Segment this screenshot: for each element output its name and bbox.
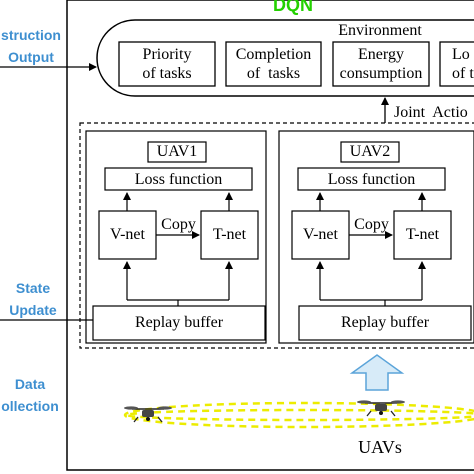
uav2-loss-box: [297, 167, 446, 191]
uav1-loss-box: [104, 167, 253, 191]
uav1-buffer-label: Replay buffer: [134, 314, 224, 331]
env-box-completion: [225, 41, 322, 87]
state-update-label: State Update: [9, 280, 57, 318]
upload-arrow: [349, 354, 405, 391]
uav2-loss-label: Loss function: [327, 171, 416, 188]
diagram-title: DQN: [273, 0, 313, 15]
env-box-loss: [439, 41, 474, 87]
environment-container: [96, 19, 474, 97]
uav2-buffer-box: [298, 305, 472, 341]
environment-label: Environment: [338, 22, 422, 39]
env-item-completion: Completion of tasks: [235, 46, 312, 82]
uav1-loss-label: Loss function: [134, 171, 223, 188]
joint-action-label: Joint Actio: [394, 104, 468, 121]
uav2-title-box: [340, 141, 400, 163]
env-item-priority: Priority of tasks: [142, 46, 192, 82]
uavs-label: UAVs: [358, 437, 402, 457]
uav2-copy-label: Copy: [354, 216, 389, 233]
env-box-priority: [118, 41, 216, 87]
uav-orbit-inner: [125, 408, 474, 422]
uav1-title-box: [147, 141, 207, 163]
uav2-tnet-label: T-net: [405, 226, 440, 243]
uav1-copy-label: Copy: [161, 216, 196, 233]
uav1-buffer-box: [92, 305, 266, 341]
uav1-panel: [85, 130, 267, 344]
env-item-energy: Energy consumption: [339, 46, 423, 82]
uav2-buffer-label: Replay buffer: [340, 314, 430, 331]
uav1-tnet-box: [200, 210, 259, 260]
uav2-vnet-box: [291, 210, 350, 260]
data-collection-label: Data ollection: [1, 376, 59, 414]
uav2-vnet-label: V-net: [303, 226, 338, 243]
env-item-loss: Lo of t: [452, 46, 474, 82]
uav2-title: UAV2: [349, 143, 391, 160]
drone-icon: [124, 406, 172, 423]
drone-icon: [357, 400, 405, 417]
uav-orbit-outer: [123, 401, 474, 429]
uav1-title: UAV1: [156, 143, 198, 160]
instruction-output-label: struction Output: [1, 27, 61, 65]
uav2-tnet-box: [393, 210, 452, 260]
uav2-panel: [278, 130, 474, 344]
uav1-tnet-label: T-net: [212, 226, 247, 243]
agents-dashed-container: [79, 122, 474, 349]
env-box-energy: [332, 41, 430, 87]
outer-frame: [66, 0, 474, 471]
uav1-vnet-label: V-net: [110, 226, 145, 243]
